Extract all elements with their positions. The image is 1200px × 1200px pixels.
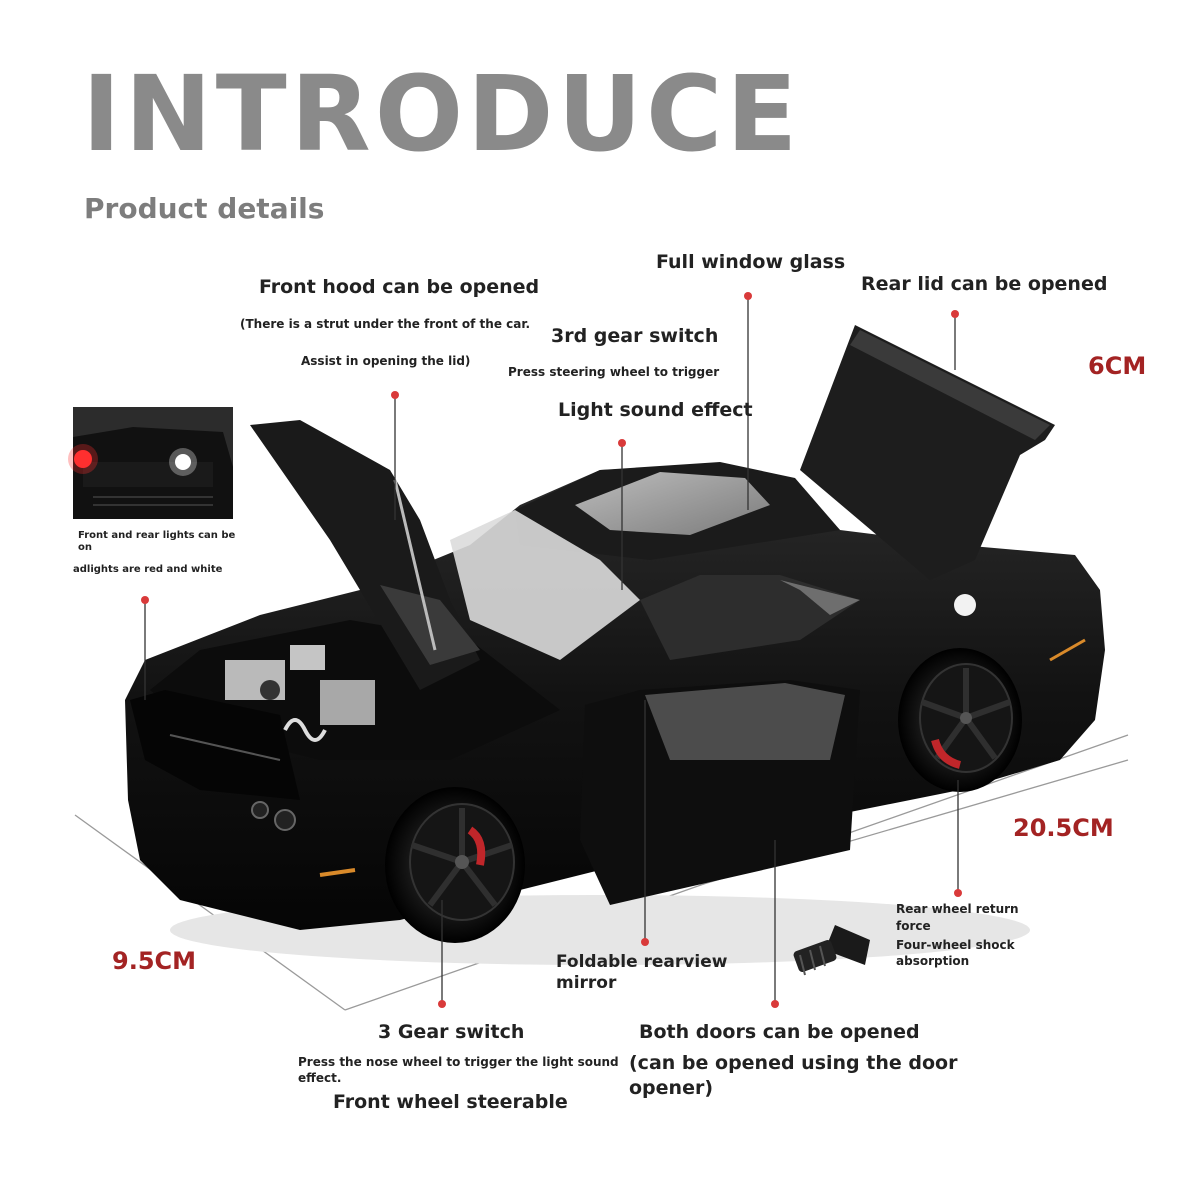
doors-note-2: opener): [629, 1077, 714, 1099]
gear-switch-bottom-title: 3 Gear switch: [378, 1021, 525, 1043]
gear-switch-bottom-note-2: effect.: [298, 1071, 342, 1085]
doors-note-1: (can be opened using the door: [629, 1052, 958, 1074]
lights-note-2: on: [78, 542, 92, 553]
callout-dots: [141, 292, 962, 1008]
car-body: [125, 325, 1105, 930]
mirror-line-1: Foldable rearview: [556, 952, 728, 972]
rear-wheel-line-1: Rear wheel return: [896, 902, 1019, 916]
window-glass-title: Full window glass: [656, 251, 846, 273]
gear-switch-bottom-note-1: Press the nose wheel to trigger the ligh…: [298, 1055, 619, 1069]
dimension-height: 6CM: [1088, 352, 1147, 380]
lights-note-3: adlights are red and white: [73, 564, 223, 575]
lights-note-1: Front and rear lights can be: [78, 530, 236, 541]
dimension-length: 20.5CM: [1013, 814, 1114, 842]
mirror-line-2: mirror: [556, 973, 617, 993]
gear-switch-top-note: Press steering wheel to trigger: [508, 365, 720, 379]
front-hood-title: Front hood can be opened: [259, 276, 540, 298]
rear-wheel-line-4: absorption: [896, 954, 970, 968]
rear-wheel-line-2: force: [896, 919, 931, 933]
dimension-width: 9.5CM: [112, 947, 197, 975]
rear-lid-title: Rear lid can be opened: [861, 273, 1108, 295]
callout-lines: [144, 296, 959, 1004]
front-wheel: [385, 787, 525, 943]
light-sound-title: Light sound effect: [558, 399, 753, 421]
screw-icon: [793, 925, 870, 976]
gear-switch-bottom-note-3: Front wheel steerable: [333, 1091, 568, 1113]
lights-inset-photo: [68, 407, 233, 519]
front-hood-note-1: (There is a strut under the front of the…: [240, 317, 531, 331]
page-subtitle: Product details: [84, 192, 325, 225]
gear-switch-top-title: 3rd gear switch: [551, 325, 719, 347]
page-title: INTRODUCE: [82, 53, 802, 175]
front-hood-note-2: Assist in opening the lid): [301, 354, 471, 368]
doors-title: Both doors can be opened: [639, 1021, 920, 1043]
rear-wheel-line-3: Four-wheel shock: [896, 938, 1015, 952]
rear-wheel: [898, 648, 1022, 792]
